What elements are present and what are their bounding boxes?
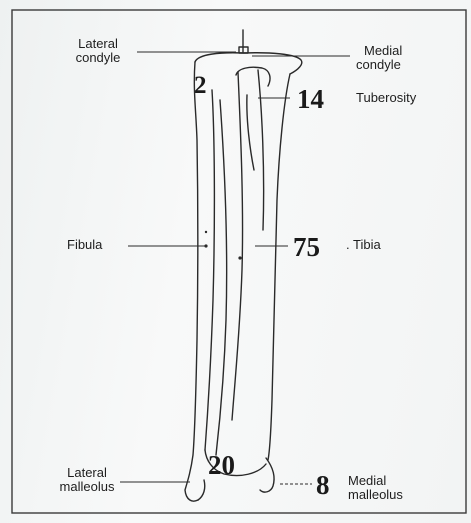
- label-medial-condyle-line1: Medial: [364, 44, 402, 58]
- label-lateral-condyle: Lateral condyle: [60, 37, 136, 65]
- tibia-interosseous-border: [232, 72, 243, 420]
- label-fibula: Fibula: [67, 238, 102, 252]
- label-lateral-malleolus: Lateral malleolus: [48, 466, 126, 494]
- value-lateral-malleolus: 20: [208, 452, 235, 479]
- tibia-anterior-crest: [258, 70, 264, 230]
- label-medial-condyle: Medial condyle: [356, 44, 402, 72]
- label-tuberosity: Tuberosity: [356, 91, 416, 105]
- medial-malleolus-outline: [260, 458, 274, 492]
- value-medial-malleolus: 8: [316, 472, 330, 499]
- label-lateral-condyle-line2: condyle: [60, 51, 136, 65]
- fibula-marker-dot-2: [205, 231, 207, 233]
- tibia-marker-dot: [238, 256, 241, 259]
- label-medial-malleolus-line1: Medial: [348, 474, 403, 488]
- value-shaft: 75: [293, 234, 320, 261]
- tuberosity-inner: [247, 95, 254, 170]
- tuberosity-outline: [236, 67, 270, 86]
- tibia-medial-border: [268, 74, 290, 460]
- value-lateral-condyle: 2: [194, 73, 207, 98]
- label-lateral-condyle-line1: Lateral: [60, 37, 136, 51]
- label-medial-malleolus: Medial malleolus: [348, 474, 403, 502]
- fibula-inner-border: [205, 90, 214, 450]
- label-tibia: . Tibia: [346, 238, 381, 252]
- fibula-marker-dot: [204, 244, 207, 247]
- fibula-outer-border: [185, 62, 198, 501]
- value-tuberosity: 14: [297, 86, 324, 113]
- label-medial-condyle-line2: condyle: [356, 58, 402, 72]
- lateral-malleolus-outline: [198, 480, 205, 500]
- fibula-inner-border-2: [216, 100, 227, 455]
- label-lateral-malleolus-line2: malleolus: [48, 480, 126, 494]
- label-medial-malleolus-line2: malleolus: [348, 488, 403, 502]
- label-lateral-malleolus-line1: Lateral: [48, 466, 126, 480]
